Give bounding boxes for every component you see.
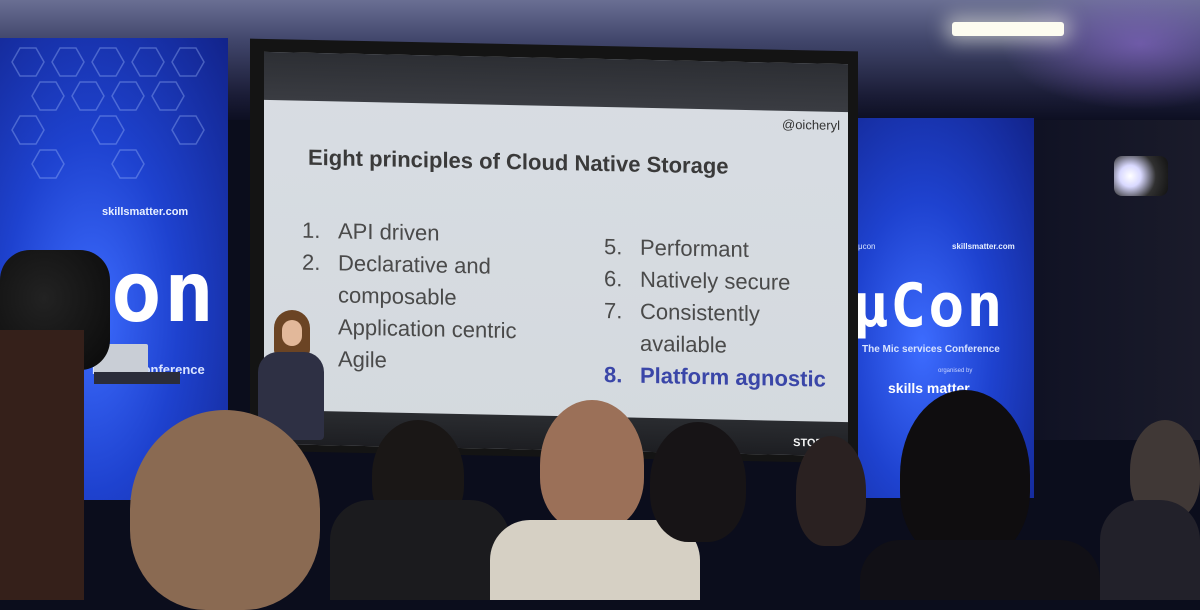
item-number: 1. <box>302 217 321 244</box>
audience-shoulders <box>1100 500 1200 600</box>
list-item: 2. Declarative and composable <box>302 247 562 316</box>
item-number: 5. <box>604 234 623 260</box>
list-item: 6. Natively secure <box>604 263 844 300</box>
audience-shoulders <box>330 500 510 600</box>
audience <box>0 380 1200 610</box>
slide-title: Eight principles of Cloud Native Storage <box>308 144 729 179</box>
item-text: Consistently available <box>640 298 760 358</box>
audience-head <box>540 400 644 530</box>
banner-subtitle: The Mic services Conference <box>862 344 1000 355</box>
principles-list-right: 5. Performant 6. Natively secure 7. Cons… <box>604 231 844 395</box>
presenter-face <box>282 320 302 346</box>
item-number: 2. <box>302 249 321 275</box>
banner-logo: μCon <box>852 271 1005 341</box>
audience-head <box>130 410 320 610</box>
banner-organiser-label: organised by <box>938 368 973 374</box>
presenter <box>246 310 336 440</box>
banner-url: skillsmatter.com <box>952 242 1015 251</box>
slide-handle: @oicheryl <box>782 116 840 133</box>
audience-shoulders <box>490 520 700 600</box>
audience-head <box>650 422 746 542</box>
audience-head <box>900 390 1030 560</box>
audience-shoulders <box>860 540 1100 600</box>
item-text: Declarative and composable <box>338 250 491 310</box>
list-item: 5. Performant <box>604 231 844 268</box>
ceiling-light <box>952 22 1064 36</box>
item-number: 7. <box>604 297 623 324</box>
item-text: API driven <box>338 218 440 246</box>
item-text: Agile <box>338 345 387 373</box>
camera-operator <box>0 330 84 600</box>
principles-list-left: 1. API driven 2. Declarative and composa… <box>302 215 562 380</box>
audience-head <box>796 436 866 546</box>
list-item: Agile <box>302 342 562 379</box>
hexagon-pattern <box>11 47 205 179</box>
item-text: Natively secure <box>640 266 791 295</box>
list-item: 7. Consistently available <box>604 295 844 364</box>
ceiling-glow <box>1000 0 1200 110</box>
item-number: 6. <box>604 265 623 292</box>
podium <box>94 372 180 384</box>
banner-small-logo: μcon <box>858 242 876 251</box>
item-text: Application centric <box>338 314 517 343</box>
item-text: Performant <box>640 234 749 263</box>
stage-light <box>1114 156 1168 196</box>
banner-url: skillsmatter.com <box>102 206 189 218</box>
